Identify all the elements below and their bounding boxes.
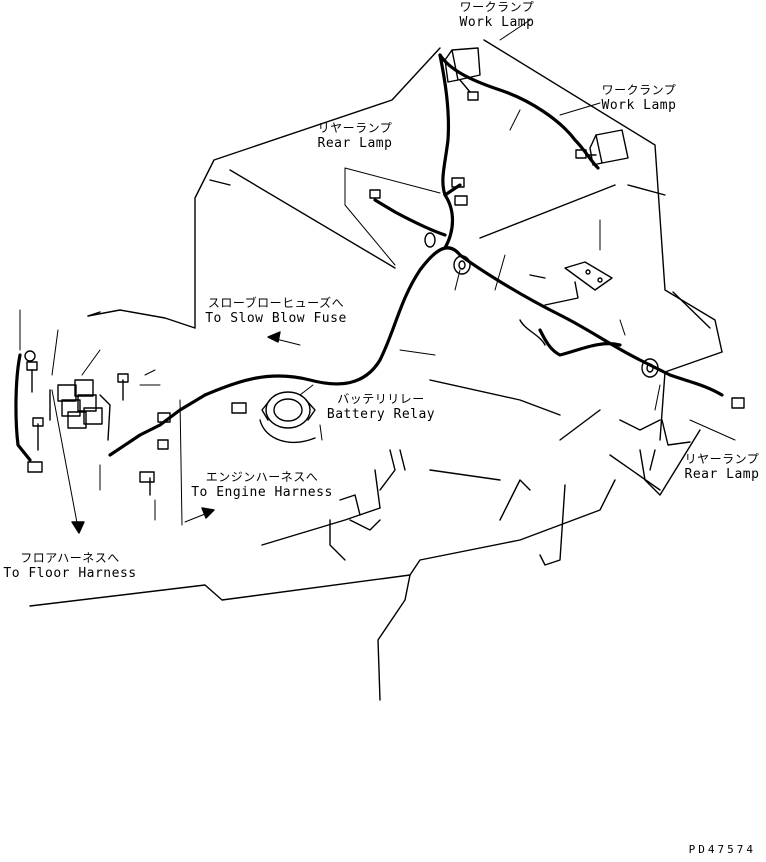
label-work-lamp-top-jp: ワークランプ [459,0,535,14]
label-battery-relay-jp: バッテリリレー [337,392,425,406]
label-floor-harness-jp: フロアハーネスへ [20,551,120,565]
label-rear-lamp-upper-jp: リヤーランプ [317,121,393,135]
label-work-lamp-top: ワークランプ Work Lamp [452,0,542,30]
label-engine-harness-en: To Engine Harness [191,485,333,500]
work-lamp-top-illustration [444,47,481,101]
label-floor-harness: フロアハーネスへ To Floor Harness [0,551,140,581]
label-engine-harness-jp: エンジンハーネスへ [205,470,319,484]
label-rear-lamp-lower-jp: リヤーランプ [684,452,760,466]
label-battery-relay-en: Battery Relay [326,407,436,422]
main-harness [108,53,724,457]
grommets [424,232,659,378]
label-engine-harness: エンジンハーネスへ To Engine Harness [184,470,340,500]
connectors-center [157,177,745,450]
label-slow-blow-fuse-en: To Slow Blow Fuse [205,311,347,326]
label-floor-harness-en: To Floor Harness [3,566,137,581]
label-rear-lamp-upper: リヤーランプ Rear Lamp [310,121,400,151]
ground-cable [14,350,155,496]
label-work-lamp-right: ワークランプ Work Lamp [594,83,684,113]
relay-block-cluster [49,379,111,441]
machine-body-outline [29,39,723,701]
mounting-bracket [519,261,613,346]
leader-lines [19,19,736,526]
label-slow-blow-fuse-jp: スローブローヒューズへ [207,296,345,310]
label-work-lamp-top-en: Work Lamp [459,15,535,30]
drawing-number: PD47574 [688,843,756,856]
label-rear-lamp-upper-en: Rear Lamp [317,136,393,151]
label-rear-lamp-lower: リヤーランプ Rear Lamp [680,452,764,482]
label-work-lamp-right-en: Work Lamp [601,98,677,113]
battery-relay-illustration [259,391,316,443]
label-work-lamp-right-jp: ワークランプ [601,83,677,97]
label-rear-lamp-lower-en: Rear Lamp [684,467,760,482]
label-slow-blow-fuse: スローブローヒューズへ To Slow Blow Fuse [200,296,352,326]
work-lamp-right-illustration [575,129,629,166]
arrows [51,331,301,534]
label-battery-relay: バッテリリレー Battery Relay [322,392,440,422]
